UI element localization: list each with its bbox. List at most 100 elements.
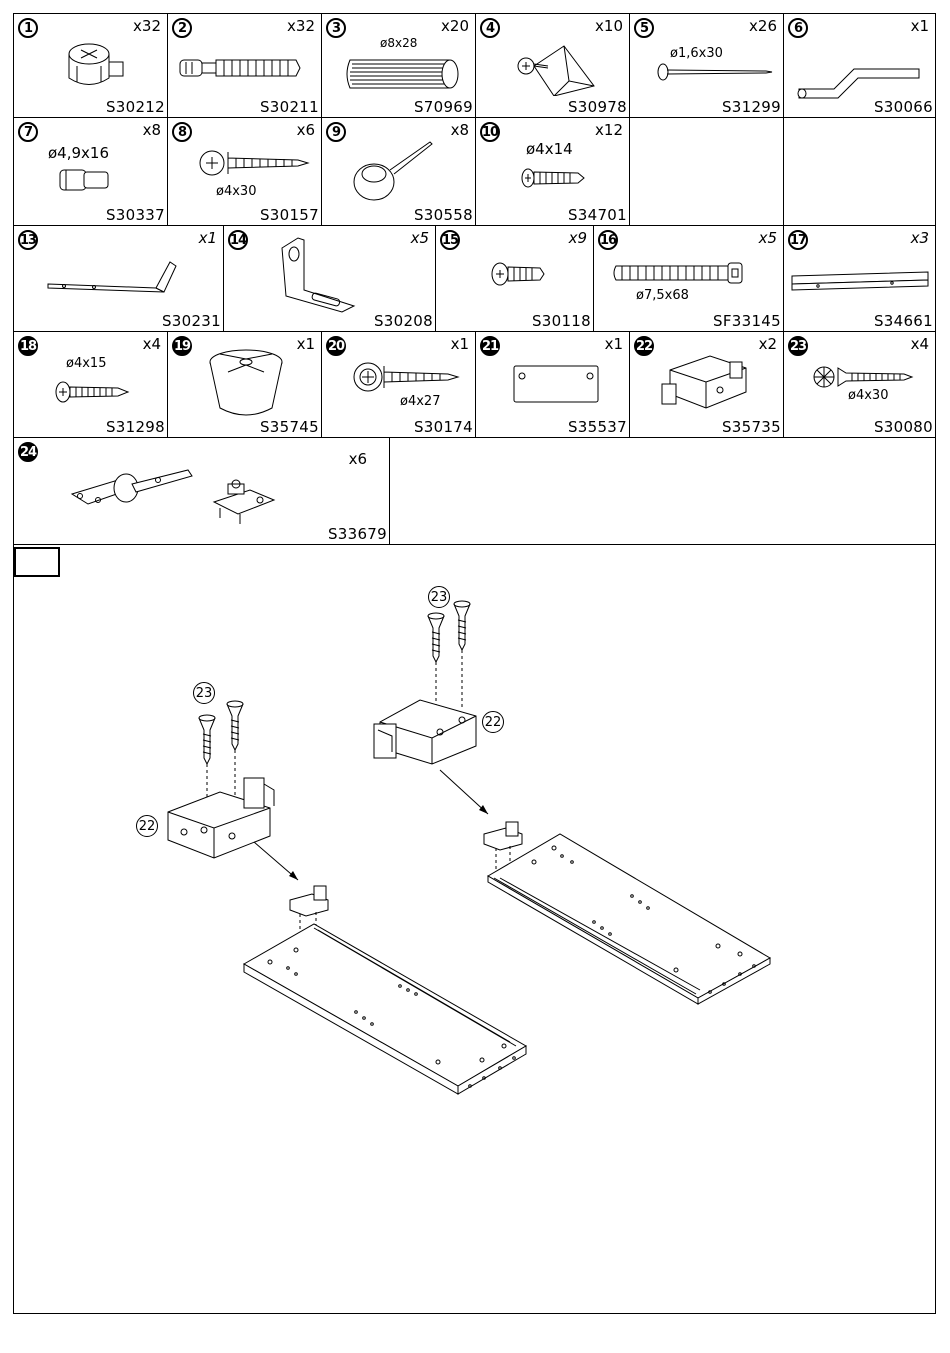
countersunk-screw-icon [813, 366, 914, 388]
callout-screw-left: 23 [193, 682, 215, 704]
part-number: 22 [634, 336, 654, 356]
part-code: S30231 [161, 312, 221, 330]
rail-strip-icon [791, 271, 929, 291]
part-number: 9 [326, 122, 346, 142]
part-quantity: x6 [296, 121, 315, 139]
part-quantity: x5 [410, 229, 429, 247]
connector-screw-icon [613, 262, 743, 284]
part-code: S31299 [721, 98, 781, 116]
part-code: S30212 [105, 98, 165, 116]
shelf-pin-icon [59, 169, 109, 191]
part-quantity: x32 [287, 17, 315, 35]
callout-latch-left: 22 [136, 815, 158, 837]
part-quantity: x4 [910, 335, 929, 353]
l-bracket-icon [281, 237, 356, 313]
part-cell-17: 17 x3 S34661 [784, 226, 936, 332]
part-code: S30978 [567, 98, 627, 116]
part-cell-6: 6 x1 S30066 [784, 14, 936, 118]
part-quantity: x12 [595, 121, 623, 139]
part-code: S35745 [259, 418, 319, 436]
part-cell-16: 16 x5 ø7,5x68 SF33145 [594, 226, 784, 332]
part-cell-13: 13 x1 S30231 [14, 226, 224, 332]
part-code: S30337 [105, 206, 165, 224]
part-code: S30174 [413, 418, 473, 436]
instruction-sheet [13, 13, 936, 1314]
part-cell-15: 15 x9 S30118 [436, 226, 594, 332]
part-quantity: x2 [758, 335, 777, 353]
part-number: 17 [788, 230, 808, 250]
part-cell-19: 19 x1 S35745 [168, 332, 322, 438]
part-quantity: x20 [441, 17, 469, 35]
part-quantity: x9 [568, 229, 587, 247]
part-cell-5: 5 x26 ø1,6x30 S31299 [630, 14, 784, 118]
part-cell-21: 21 x1 S35537 [476, 332, 630, 438]
wood-screw-icon [55, 381, 130, 403]
part-number: 15 [440, 230, 460, 250]
part-cell-18: 18 x4 ø4x15 S31298 [14, 332, 168, 438]
part-dimension: ø4x15 [66, 356, 107, 371]
cam-bolt-icon [179, 59, 301, 77]
part-number: 24 [18, 442, 38, 462]
nail-icon [657, 63, 773, 81]
part-cell-1: 1 x32 S30212 [14, 14, 168, 118]
cam-lock-icon [68, 43, 124, 85]
part-dimension: ø7,5x68 [636, 288, 689, 303]
part-number: 7 [18, 122, 38, 142]
catch-right [483, 821, 523, 872]
wooden-dowel-icon [346, 59, 459, 89]
shelf-board-right [487, 833, 772, 1005]
empty-cell [784, 118, 936, 226]
washer-screw-icon [199, 150, 310, 176]
part-cell-8: 8 x6 ø4x30 S30157 [168, 118, 322, 226]
part-number: 6 [788, 18, 808, 38]
corner-block-icon [517, 45, 595, 96]
part-code: S30558 [413, 206, 473, 224]
part-code: S35735 [721, 418, 781, 436]
part-cell-3: 3 x20 ø8x28 S70969 [322, 14, 476, 118]
part-quantity: x1 [450, 335, 469, 353]
part-code: S30157 [259, 206, 319, 224]
part-cell-20: 20 x1 ø4x27 S30174 [322, 332, 476, 438]
part-quantity: x5 [758, 229, 777, 247]
part-cell-23: 23 x4 ø4x30 S30080 [784, 332, 936, 438]
part-cell-10: 10 x12 ø4x14 S34701 [476, 118, 630, 226]
short-screw-icon [521, 168, 585, 188]
part-quantity: x4 [142, 335, 161, 353]
part-number: 13 [18, 230, 38, 250]
part-code: S34661 [873, 312, 933, 330]
part-dimension: ø8x28 [380, 36, 418, 50]
furniture-foot-icon [209, 349, 283, 416]
washer-screw-icon [353, 362, 460, 392]
part-cell-14: 14 x5 S30208 [224, 226, 436, 332]
part-number: 20 [326, 336, 346, 356]
part-quantity: x10 [595, 17, 623, 35]
part-cell-24: 24 x6 S33679 [14, 438, 390, 545]
part-code: SF33145 [713, 312, 781, 330]
hinge-icon [70, 469, 193, 505]
part-cell-4: 4 x10 S30978 [476, 14, 630, 118]
part-code: S33679 [327, 525, 387, 543]
empty-cell [390, 438, 936, 545]
latch-left [167, 777, 275, 859]
part-number: 8 [172, 122, 192, 142]
latch-right [373, 699, 477, 765]
part-number: 2 [172, 18, 192, 38]
empty-cell [630, 118, 784, 226]
part-code: S30208 [373, 312, 433, 330]
part-dimension: ø1,6x30 [670, 46, 723, 61]
glide-nail-icon [353, 141, 433, 201]
part-quantity: x6 [348, 450, 367, 468]
part-code: S31298 [105, 418, 165, 436]
part-quantity: x32 [133, 17, 161, 35]
part-code: S30118 [531, 312, 591, 330]
part-code: S34701 [567, 206, 627, 224]
part-number: 18 [18, 336, 38, 356]
angle-bar-icon [47, 261, 177, 293]
step-number-box [14, 547, 60, 577]
part-number: 4 [480, 18, 500, 38]
part-quantity: x1 [296, 335, 315, 353]
part-number: 23 [788, 336, 808, 356]
push-latch-icon [661, 355, 747, 409]
part-dimension: ø4x14 [526, 140, 573, 158]
part-dimension: ø4x30 [848, 388, 889, 403]
